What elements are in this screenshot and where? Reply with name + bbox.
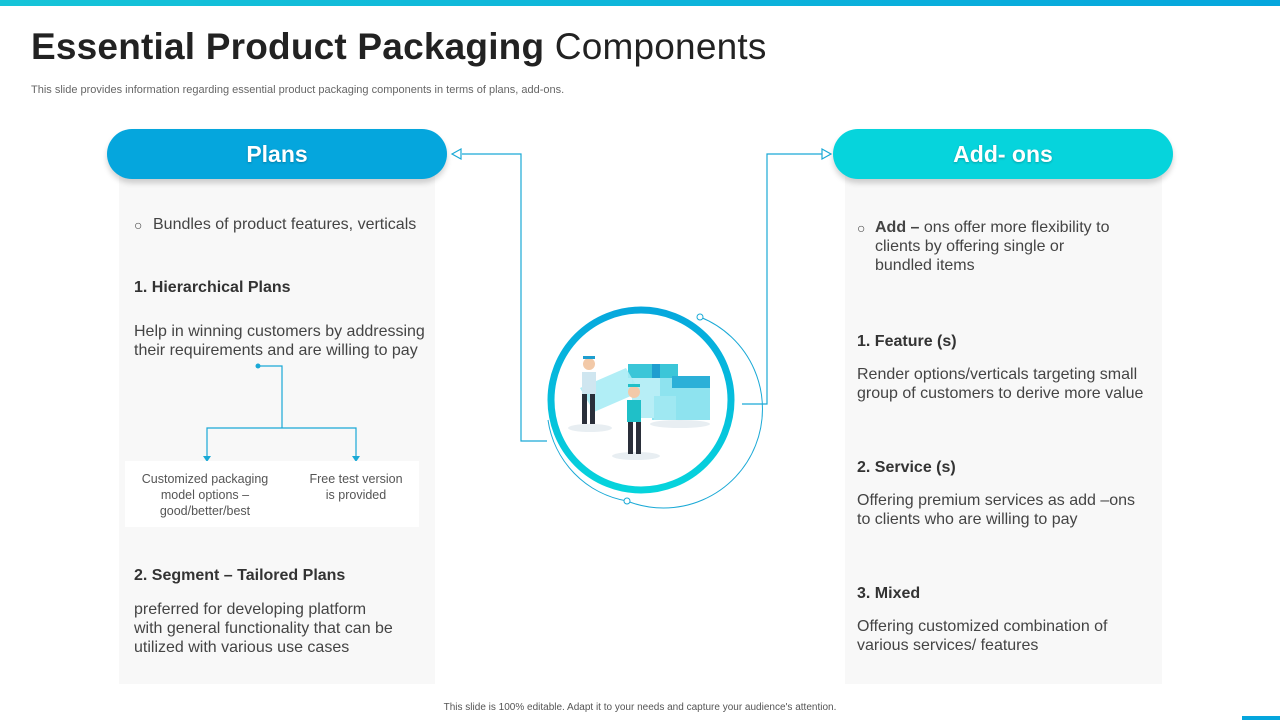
addons-item3-desc-line1: Offering customized combination of <box>857 618 1108 635</box>
plans-header: Plans <box>107 129 447 179</box>
options-box <box>125 461 419 527</box>
addons-item1-heading: 1. Feature (s) <box>857 333 957 350</box>
addons-item1-desc-line1: Render options/verticals targeting small <box>857 366 1138 383</box>
plans-item1-desc-line1: Help in winning customers by addressing <box>134 323 425 340</box>
addons-item3-heading: 3. Mixed <box>857 585 921 602</box>
plans-item2-desc-line1: preferred for developing platform <box>134 601 367 618</box>
addons-item3-desc-line2: various services/ features <box>857 637 1039 654</box>
addons-panel <box>845 160 1162 684</box>
title-bold: Essential Product Packaging <box>31 26 545 67</box>
option-right-line1: Free test version <box>309 472 403 486</box>
workers-carrying-boxes-icon <box>568 356 710 460</box>
plans-item2-desc-line3: utilized with various use cases <box>134 639 350 656</box>
option-left-line2: model options – <box>160 488 250 502</box>
circle-bullet-icon: ○ <box>857 220 866 236</box>
footer-note: This slide is 100% editable. Adapt it to… <box>443 702 837 713</box>
addons-bullet-line2: clients by offering single or <box>875 238 1065 255</box>
addons-item2-heading: 2. Service (s) <box>857 459 956 476</box>
addons-header: Add- ons <box>833 129 1173 179</box>
option-right-line2: is provided <box>325 488 387 502</box>
addons-item2-desc-line1: Offering premium services as add –ons <box>857 492 1136 509</box>
option-left-line3: good/better/best <box>159 504 251 518</box>
plans-item1-desc-line2: their requirements and are willing to pa… <box>134 342 418 359</box>
page-subtitle: This slide provides information regardin… <box>31 84 565 96</box>
plans-item1-heading: 1. Hierarchical Plans <box>134 279 291 296</box>
plans-item2-desc-line2: with general functionality that can be <box>134 620 393 637</box>
addons-bullet-line1: Add – ons offer more flexibility to <box>875 218 1109 237</box>
addons-bullet-bold: Add – <box>875 219 920 236</box>
plans-panel <box>119 160 435 684</box>
circle-bullet-icon: ○ <box>134 217 143 233</box>
title-light: Components <box>554 26 767 67</box>
top-accent-bar <box>0 0 1280 6</box>
plans-bullet-text: Bundles of product features, verticals <box>153 216 417 233</box>
plans-item2-heading: 2. Segment – Tailored Plans <box>134 567 346 584</box>
addons-bullet-line3: bundled items <box>875 257 975 274</box>
addons-bullet-rest: ons offer more flexibility to <box>923 219 1110 236</box>
corner-accent <box>1242 716 1280 720</box>
option-left-line1: Customized packaging <box>141 472 269 486</box>
page-title: Essential Product Packaging Components <box>31 26 767 68</box>
addons-item1-desc-line2: group of customers to derive more value <box>857 385 1144 402</box>
addons-item2-desc-line2: to clients who are willing to pay <box>857 511 1078 528</box>
